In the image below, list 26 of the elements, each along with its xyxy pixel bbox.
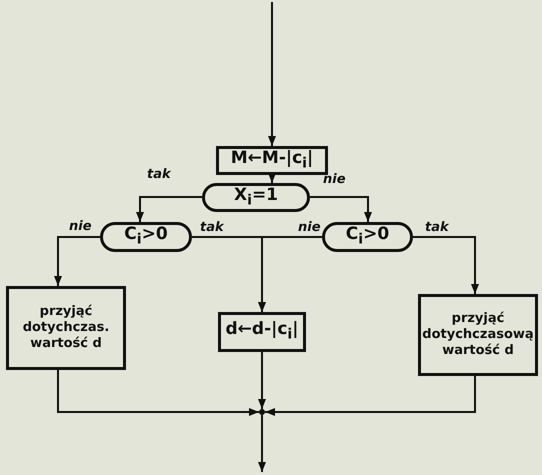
process-box: [216, 146, 328, 175]
node-text: przyjąć dotychczas. wartość d: [22, 304, 110, 352]
node-text: d←d-|c$_{i}$|: [225, 319, 298, 345]
node-text: X$_{i}$=1: [234, 184, 278, 210]
arrow: [258, 236, 322, 312]
node-text: przyjąć dotychczasową wartość d: [421, 310, 535, 360]
junction-dot: [259, 409, 265, 415]
decision-box: [322, 222, 413, 252]
arrow: [258, 415, 266, 472]
process-box: [418, 294, 538, 376]
decision-box: [202, 183, 310, 212]
process-box: [6, 286, 126, 370]
process-box: [218, 312, 306, 352]
arrow: [265, 376, 476, 416]
arrow: [258, 352, 266, 409]
node-text: M←M-|c$_{i}$|: [230, 148, 314, 174]
decision-box: [100, 222, 192, 252]
arrow: [310, 196, 372, 222]
arrow: [136, 196, 202, 222]
arrow: [268, 2, 276, 146]
arrow: [57, 370, 259, 416]
arrow: [268, 173, 276, 183]
node-text: C$_{i}$>0: [124, 224, 168, 250]
arrow: [54, 236, 100, 286]
node-text: C$_{i}$>0: [346, 224, 390, 250]
arrow: [413, 236, 479, 294]
